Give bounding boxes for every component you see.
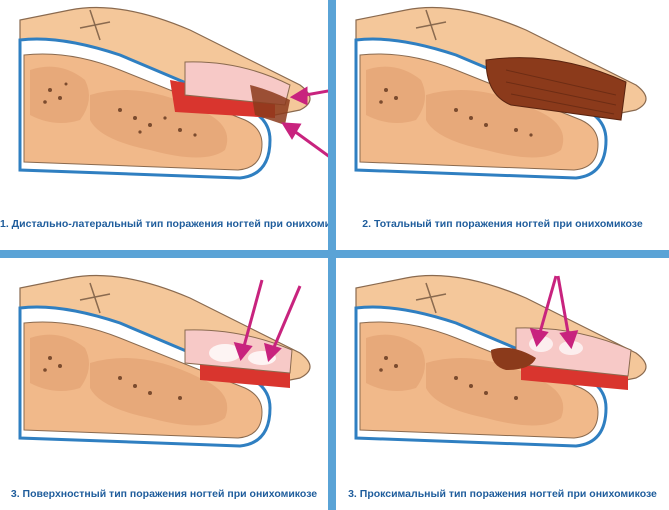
finger-illustration: [354, 274, 647, 448]
panel-total: 2. Тотальный тип поражения ногтей при он…: [336, 0, 669, 250]
panel-proximal: 3. Проксимальный тип поражения ногтей пр…: [336, 258, 669, 510]
panel-caption: 2. Тотальный тип поражения ногтей при он…: [362, 218, 643, 230]
fungal-lesion: [250, 85, 290, 125]
finger-illustration: [18, 274, 311, 448]
panel-caption: 3. Поверхностный тип поражения ногтей пр…: [10, 488, 318, 500]
fungal-lesion: [491, 347, 536, 370]
panel-caption: 1. Дистально-латеральный тип поражения н…: [0, 218, 328, 230]
finger-illustration: [354, 6, 647, 180]
panel-superficial: 3. Поверхностный тип поражения ногтей пр…: [0, 258, 328, 510]
finger-illustration: [18, 6, 328, 180]
panel-distal-lateral: 1. Дистально-латеральный тип поражения н…: [0, 0, 328, 250]
panel-caption: 3. Проксимальный тип поражения ногтей пр…: [348, 488, 657, 500]
